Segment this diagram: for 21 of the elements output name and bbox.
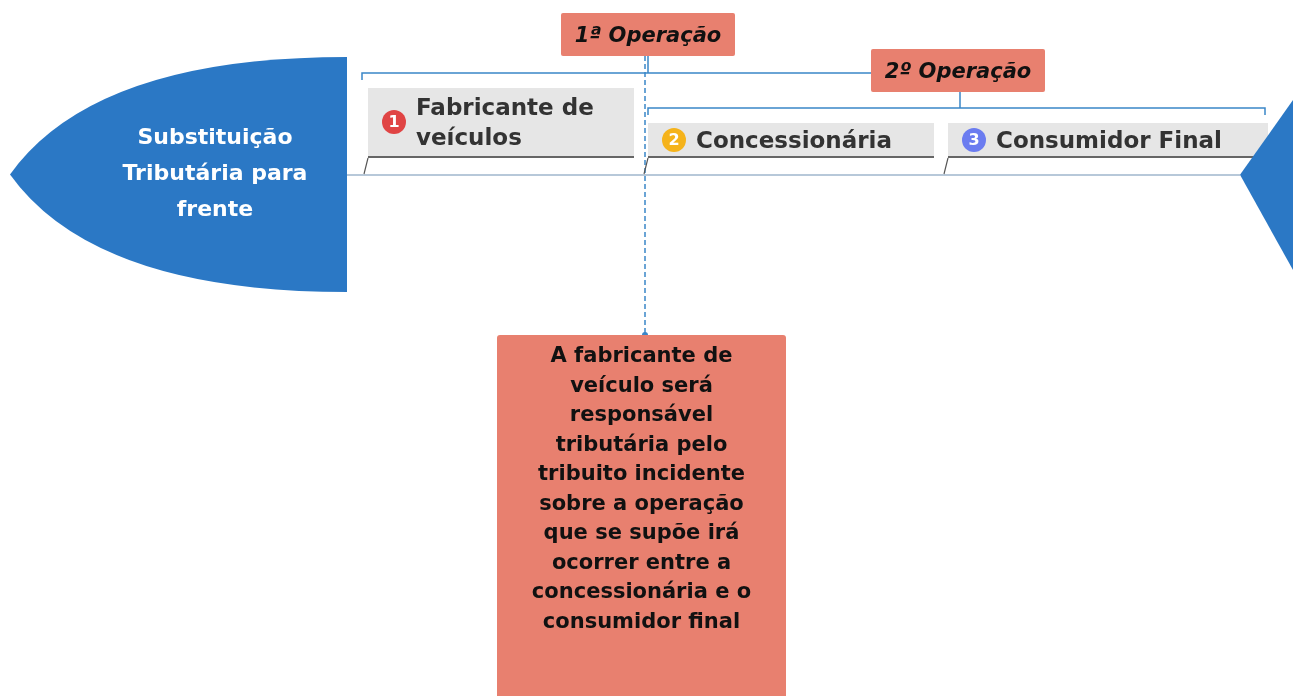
number-badge: 1 bbox=[382, 110, 406, 134]
rib-line bbox=[943, 157, 949, 175]
spine-line bbox=[346, 174, 1241, 176]
number-badge: 3 bbox=[962, 127, 986, 152]
category-label: Concessionária bbox=[696, 125, 892, 155]
operation-label: 2º Operação bbox=[884, 58, 1032, 83]
rib-line bbox=[643, 157, 649, 175]
category-box bbox=[948, 123, 1268, 158]
category-box bbox=[368, 88, 634, 158]
operation-label: 1ª Operação bbox=[574, 22, 722, 47]
note-text: A fabricante de veículo será responsável tributária pelo tribuito incidente sobre a operação que se supõe irá ocorrer entre a concessionária e o consumidor final bbox=[530, 342, 753, 635]
category-box bbox=[648, 123, 934, 158]
category-label: Consumidor Final bbox=[996, 125, 1222, 155]
head-label: Substituição Tributária para frente bbox=[121, 123, 309, 223]
rib-line bbox=[363, 157, 369, 175]
dashed-connector bbox=[642, 55, 648, 338]
operation-tag bbox=[561, 13, 735, 56]
category-label: Fabricante de veículos bbox=[416, 93, 595, 152]
note-box bbox=[497, 335, 786, 696]
operation-tag bbox=[871, 49, 1045, 92]
number-badge: 2 bbox=[662, 127, 686, 152]
